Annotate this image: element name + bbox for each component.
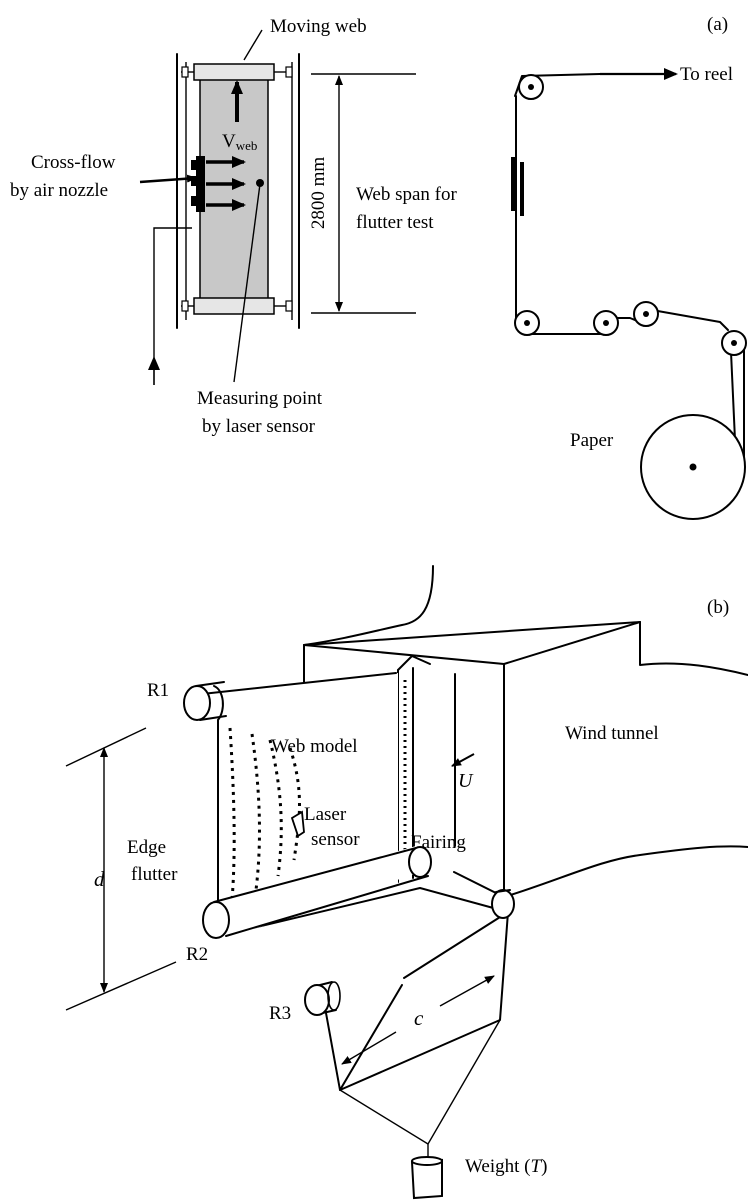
guide-roll-bottom-left (514, 310, 540, 336)
r2-label: R2 (186, 944, 208, 965)
weight-label: Weight (T) (465, 1156, 547, 1177)
test-frame (176, 53, 300, 329)
c-dimension: c (341, 975, 495, 1065)
flow-arrow (451, 753, 475, 767)
guide-roll-top (518, 74, 544, 100)
r1-label: R1 (147, 680, 169, 701)
u-label: U (458, 770, 474, 792)
c-label: c (414, 1006, 424, 1030)
laser-sensor: Laser sensor (290, 804, 360, 850)
laser-label-line1: Laser (304, 804, 347, 825)
moving-web-label: Moving web (270, 16, 367, 37)
panel-a-tag: (a) (707, 14, 728, 35)
panel-b: (b) Wind tunnel Fairing U (65, 565, 748, 1200)
guide-roll-middle (593, 310, 619, 336)
measuring-leader (233, 183, 261, 383)
crossflow-label-line2: by air nozzle (10, 180, 108, 201)
guide-roll-right (633, 301, 659, 327)
fairing: Fairing (397, 655, 466, 883)
web-model: Web model (201, 672, 509, 1091)
bottom-roller (181, 297, 293, 315)
weight: Weight (T) (339, 1019, 547, 1200)
moving-web-leader (243, 29, 263, 61)
edge-flutter-line1: Edge (127, 837, 166, 858)
air-supply-line (148, 227, 192, 385)
d-dimension: d (65, 727, 177, 1011)
crossflow-label-line1: Cross-flow (31, 152, 116, 173)
v-web-label: Vweb (222, 131, 257, 153)
top-roller (181, 63, 293, 81)
roller-r2: R2 (186, 846, 432, 965)
span-dimension-label: 2800 mm (308, 157, 329, 230)
wind-tunnel-label: Wind tunnel (565, 723, 659, 744)
web-span-label-line1: Web span for (356, 184, 457, 205)
panel-a: Vweb Cross-flow by air nozzle Measuring … (10, 14, 747, 520)
to-reel-label: To reel (680, 64, 733, 85)
measuring-label-line2: by laser sensor (202, 416, 316, 437)
paper-label: Paper (570, 430, 614, 451)
measuring-label-line1: Measuring point (197, 388, 323, 409)
moving-web-strip (199, 65, 269, 313)
span-dimension: 2800 mm (308, 73, 416, 314)
crossflow-leader (139, 174, 197, 184)
paper-roll (640, 414, 746, 520)
wind-tunnel: Wind tunnel (303, 565, 748, 898)
laser-label-line2: sensor (311, 829, 360, 850)
edge-flutter-line2: flutter (131, 864, 178, 885)
roller-right (491, 889, 515, 919)
guide-roll-far-right (721, 330, 747, 356)
web-model-label: Web model (271, 736, 358, 757)
d-label: d (94, 867, 105, 891)
web-path-schematic (511, 68, 747, 520)
roller-r1: R1 (147, 680, 227, 721)
web-span-label-line2: flutter test (356, 212, 434, 233)
roller-r3: R3 (269, 981, 341, 1024)
panel-b-tag: (b) (707, 597, 729, 618)
r3-label: R3 (269, 1003, 291, 1024)
measuring-point-dot (256, 179, 264, 187)
